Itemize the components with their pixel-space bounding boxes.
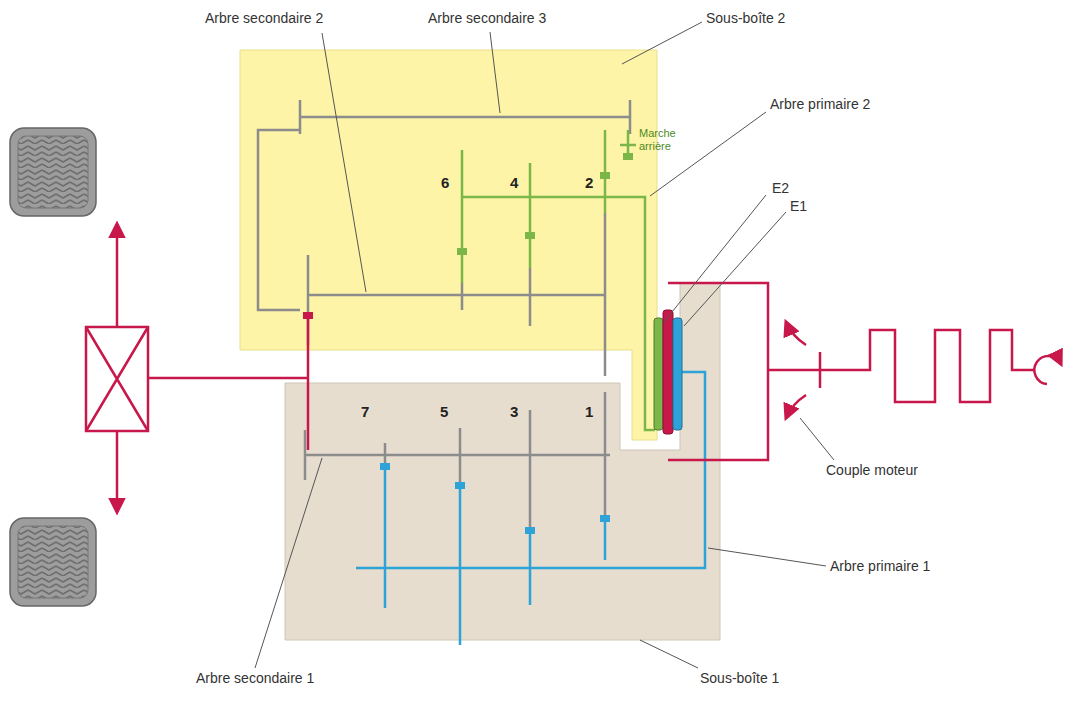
leader-lines	[255, 22, 834, 668]
differential	[86, 224, 308, 512]
secondary-shaft-1	[305, 392, 610, 530]
callout-number: 7	[361, 403, 369, 420]
callout-number: 5	[440, 403, 448, 420]
tire	[10, 518, 96, 606]
part-label: Couple moteur	[826, 462, 918, 478]
part-label: Arbre secondaire 2	[205, 10, 323, 26]
part-label: E2	[772, 180, 789, 196]
gear-hubs-2	[303, 153, 633, 319]
primary-shaft-2	[462, 130, 655, 430]
part-label: Arbre primaire 2	[770, 96, 870, 112]
part-label: Sous-boîte 1	[700, 670, 779, 686]
double-clutch	[654, 310, 682, 434]
part-label: E1	[790, 198, 807, 214]
tire	[10, 128, 96, 216]
primary-shaft-1	[356, 372, 705, 645]
secondary-shafts-2-3	[258, 100, 630, 376]
clutch-drum	[668, 283, 1061, 460]
sub-box-1-housing	[285, 283, 720, 640]
callout-number: 6	[441, 174, 449, 191]
callout-number: 2	[585, 174, 593, 191]
part-label: Arbre primaire 1	[830, 558, 930, 574]
output-pinion	[307, 318, 310, 450]
sub-box-2-housing	[240, 50, 657, 440]
part-label: Arbre secondaire 1	[196, 670, 314, 686]
part-label: Marche arrière	[639, 127, 685, 152]
callout-number: 1	[585, 403, 593, 420]
callout-number: 3	[510, 403, 518, 420]
part-label: Sous-boîte 2	[706, 10, 785, 26]
part-label: Arbre secondaire 3	[428, 10, 546, 26]
gear-hubs-1	[380, 463, 610, 534]
callout-number: 4	[510, 174, 518, 191]
